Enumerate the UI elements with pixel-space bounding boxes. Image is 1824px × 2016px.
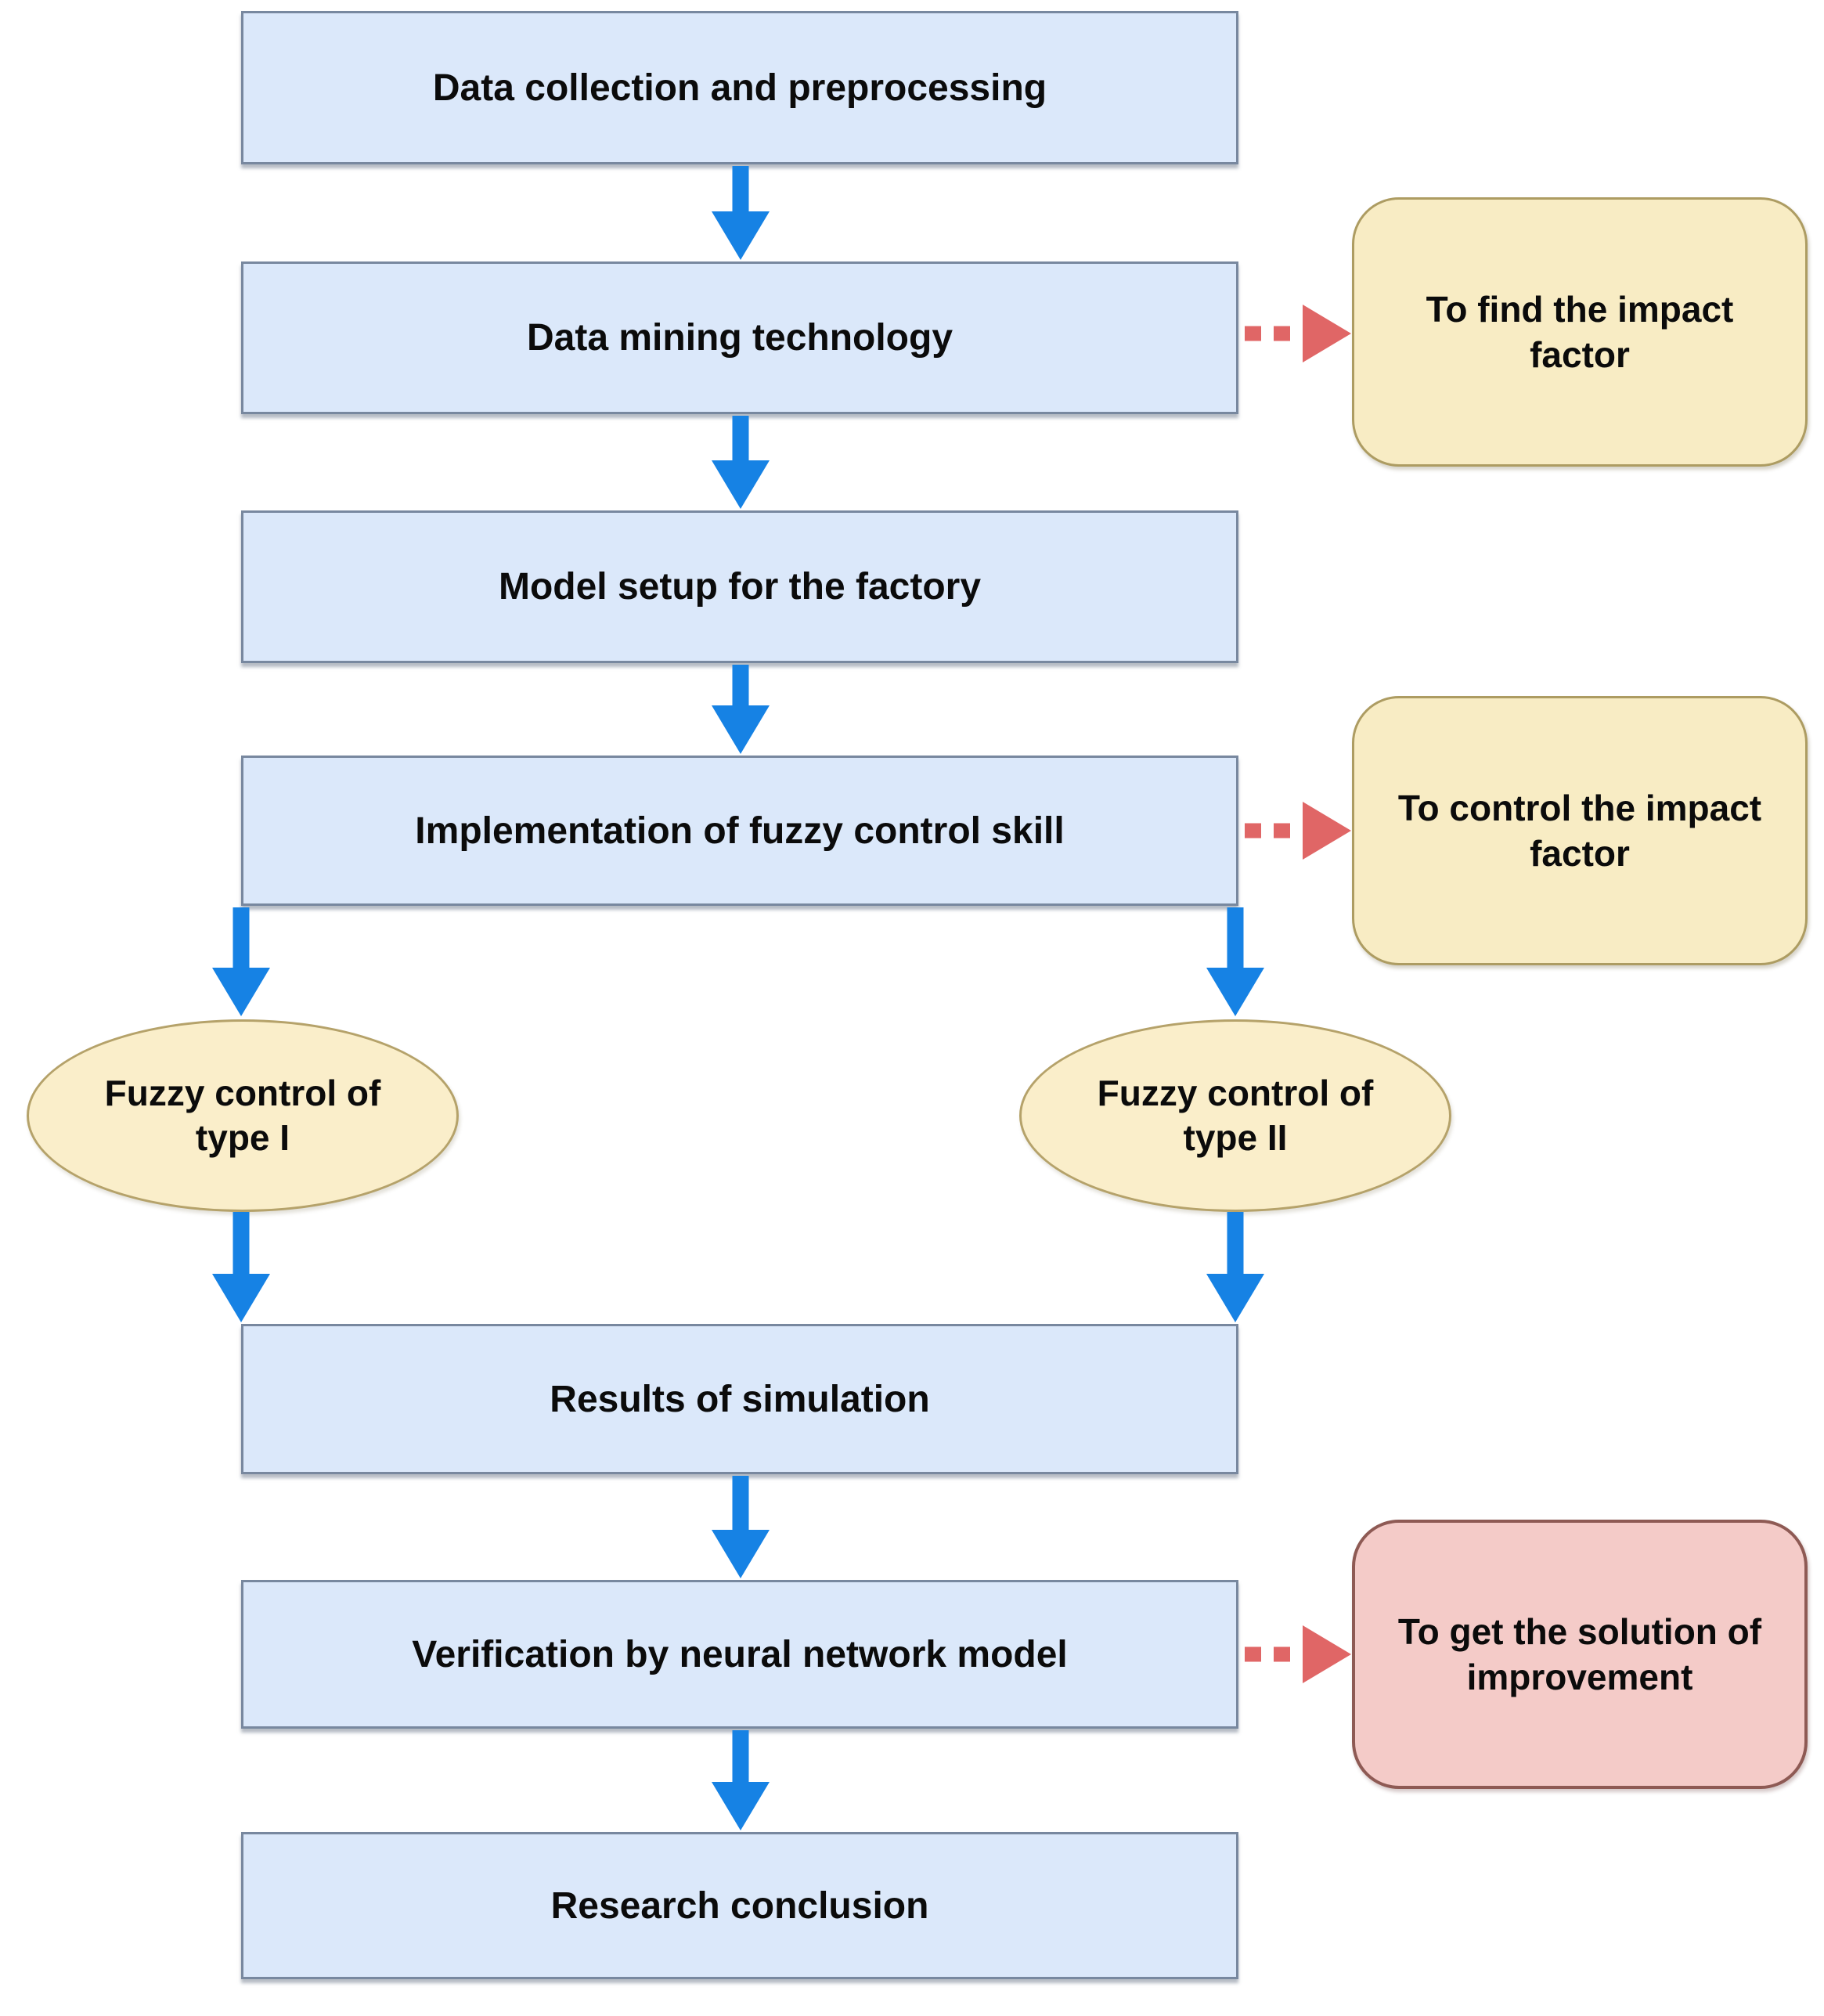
- process-box-label: Implementation of fuzzy control skill: [415, 810, 1065, 852]
- process-box-label: Data mining technology: [526, 317, 953, 359]
- ellipse-fuzzy-type1: Fuzzy control of type I: [27, 1019, 459, 1212]
- note-label-line: improvement: [1466, 1657, 1693, 1697]
- ellipse-label-line: type II: [1183, 1117, 1288, 1158]
- arrow-type2-to-results-icon: [1206, 1212, 1264, 1322]
- process-box-model-setup: Model setup for the factory: [241, 510, 1238, 663]
- process-box-research-conclusion: Research conclusion: [241, 1832, 1238, 1979]
- arrow-mining-to-model-icon: [712, 416, 770, 509]
- note-solution-improvement: To get the solution of improvement: [1352, 1520, 1808, 1789]
- process-box-label: Verification by neural network model: [412, 1633, 1068, 1675]
- arrow-type1-to-results-icon: [212, 1212, 270, 1322]
- arrow-implementation-to-type1-icon: [212, 907, 270, 1016]
- arrow-verification-to-conclusion-icon: [712, 1730, 770, 1830]
- process-box-data-collection: Data collection and preprocessing: [241, 11, 1238, 164]
- note-control-impact-factor: To control the impact factor: [1352, 696, 1808, 965]
- arrow-implementation-to-type2-icon: [1206, 907, 1264, 1016]
- process-box-label: Model setup for the factory: [498, 566, 982, 608]
- note-label-line: To control the impact: [1397, 787, 1762, 828]
- dashed-arrow-verification-to-note3-icon: [1245, 1625, 1351, 1683]
- ellipse-fuzzy-type2: Fuzzy control of type II: [1019, 1019, 1451, 1212]
- process-box-neural-verification: Verification by neural network model: [241, 1580, 1238, 1729]
- ellipse-label-line: type I: [195, 1117, 290, 1158]
- dashed-arrow-mining-to-note1-icon: [1245, 305, 1351, 362]
- process-box-simulation-results: Results of simulation: [241, 1324, 1238, 1474]
- dashed-arrow-implementation-to-note2-icon: [1245, 802, 1351, 860]
- note-find-impact-factor: To find the impact factor: [1352, 197, 1808, 467]
- process-box-label: Data collection and preprocessing: [432, 67, 1047, 109]
- ellipse-label-line: Fuzzy control of: [1097, 1072, 1374, 1113]
- process-box-data-mining: Data mining technology: [241, 261, 1238, 414]
- note-label-line: factor: [1530, 334, 1630, 375]
- note-label-line: factor: [1530, 833, 1630, 874]
- arrow-model-to-implementation-icon: [712, 665, 770, 754]
- note-label-line: To find the impact: [1426, 288, 1734, 330]
- process-box-label: Results of simulation: [550, 1378, 930, 1420]
- arrow-collection-to-mining-icon: [712, 166, 770, 260]
- arrow-results-to-verification-icon: [712, 1476, 770, 1578]
- ellipse-label-line: Fuzzy control of: [104, 1072, 381, 1113]
- process-box-fuzzy-implementation: Implementation of fuzzy control skill: [241, 756, 1238, 906]
- process-box-label: Research conclusion: [550, 1884, 929, 1927]
- note-label-line: To get the solution of: [1397, 1610, 1762, 1652]
